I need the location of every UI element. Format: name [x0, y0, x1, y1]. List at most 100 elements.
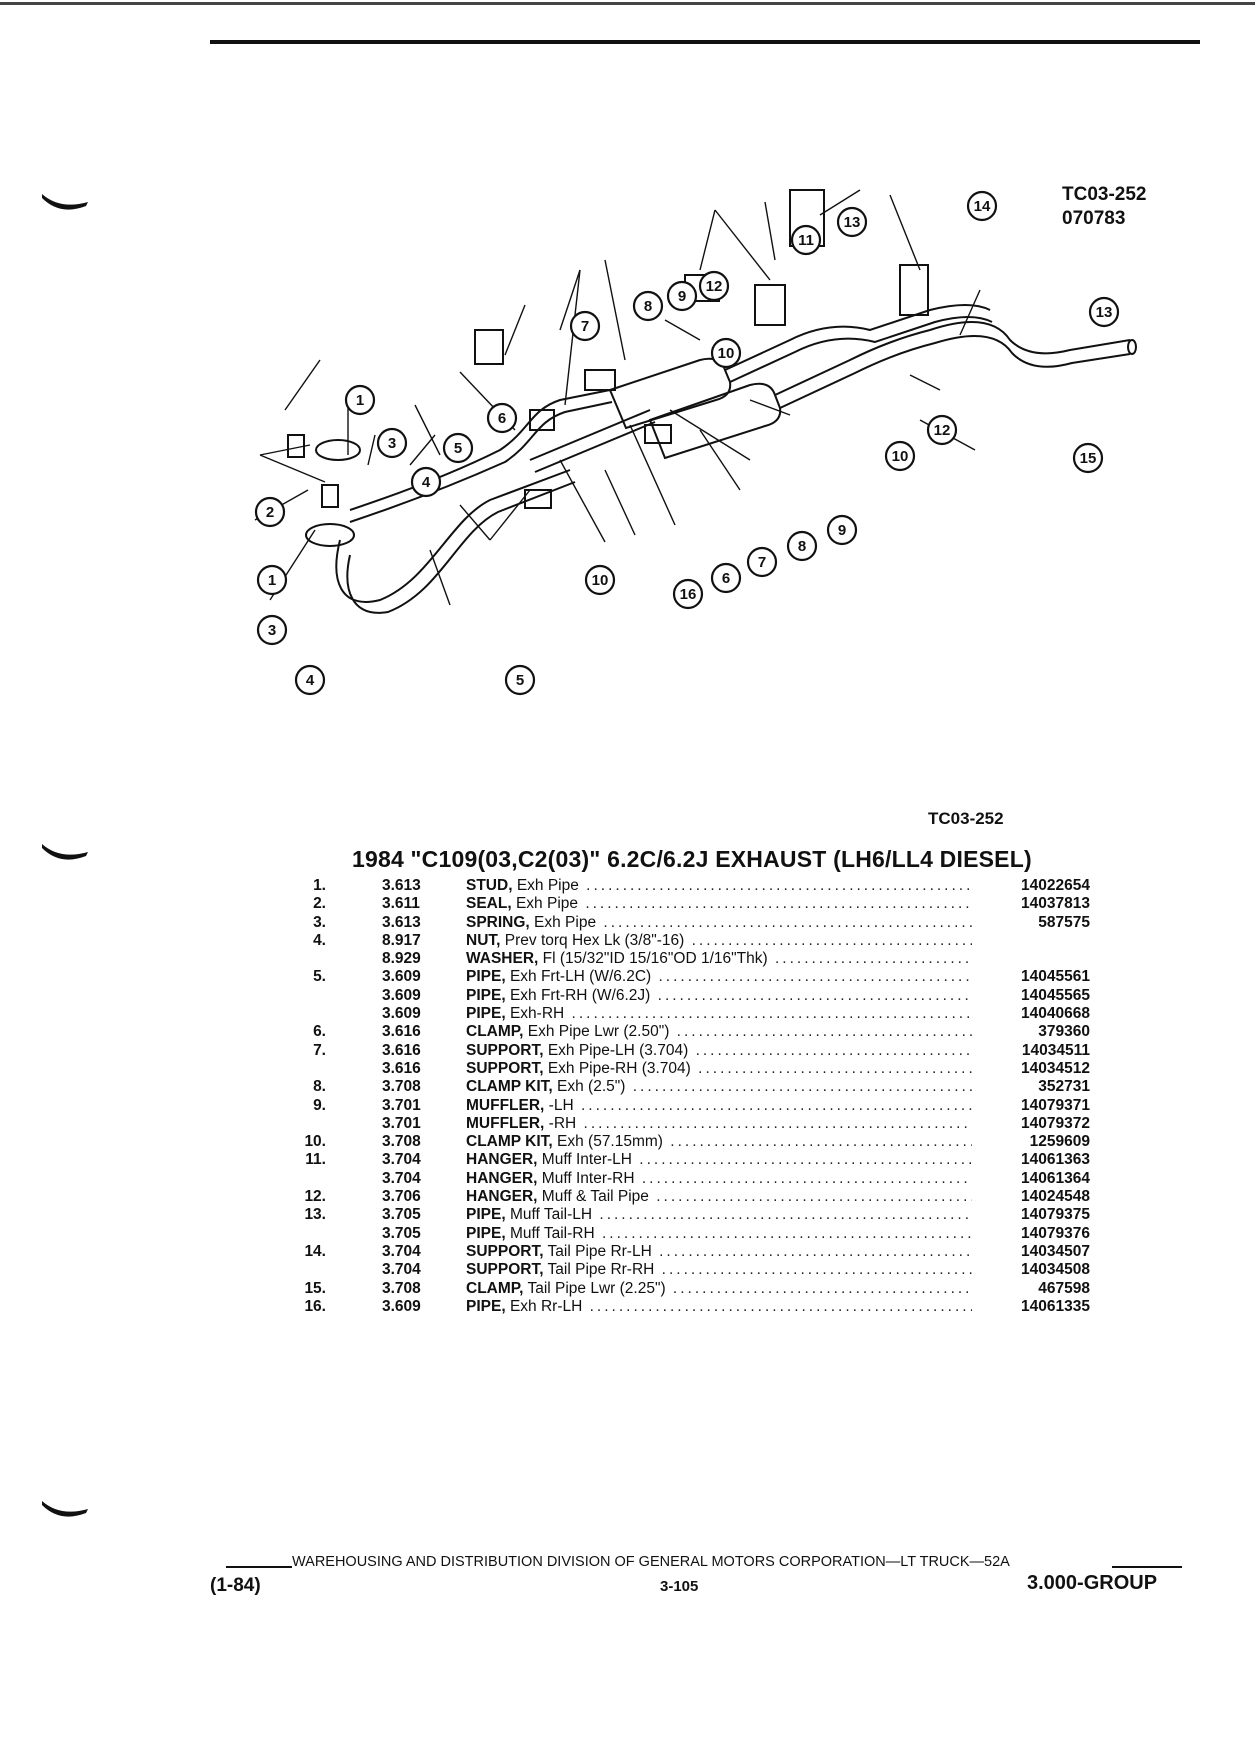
part-group-number: 3.613 — [382, 877, 421, 894]
part-detail: -RH — [548, 1114, 577, 1132]
part-description: SPRING, Exh Pipe .......................… — [466, 914, 972, 932]
exhaust-diagram: 1 2 1 3 4 5 6 7 8 9 12 10 11 13 14 13 12… — [254, 189, 1137, 696]
part-group-number: 3.704 — [382, 1151, 421, 1169]
part-name: PIPE, — [466, 1297, 506, 1315]
figure-code-block: TC03-252 070783 — [1062, 183, 1147, 231]
callout-5-bottom — [504, 664, 536, 696]
callout-label: 13 — [844, 214, 861, 231]
part-group-number: 3.616 — [382, 1041, 421, 1059]
part-name: PIPE, — [466, 1224, 506, 1242]
callout-10-top — [710, 337, 742, 369]
part-group-number: 3.708 — [382, 1279, 421, 1297]
part-detail: Exh Rr-LH — [509, 1297, 583, 1315]
part-number: 14034508 — [1021, 1261, 1090, 1279]
tail-pipe-rh — [774, 321, 1131, 396]
part-number: 14022654 — [1021, 877, 1090, 894]
part-name: HANGER, — [466, 1151, 538, 1169]
top-rule-thin — [0, 2, 1255, 5]
leader-dots: ........................................… — [656, 1188, 972, 1206]
footer-date: (1-84) — [210, 1575, 261, 1596]
leader-dots: ........................................… — [601, 1224, 972, 1242]
part-group-number: 3.708 — [382, 1133, 421, 1151]
part-detail: Exh Pipe — [516, 877, 579, 894]
part-detail: Exh Frt-LH (W/6.2C) — [509, 968, 652, 986]
callout-9-top — [666, 280, 698, 312]
callout-3-bottom — [256, 614, 288, 646]
part-detail: Exh Pipe Lwr (2.50") — [527, 1023, 670, 1041]
part-name: PIPE, — [466, 968, 506, 986]
part-number: 14045565 — [1021, 986, 1090, 1004]
leader-dots: ........................................… — [676, 1023, 972, 1041]
part-name: CLAMP, — [466, 1023, 524, 1041]
callout-label: 7 — [581, 318, 589, 335]
leader-dots: ........................................… — [586, 877, 972, 894]
part-description: CLAMP KIT, Exh (57.15mm) ...............… — [466, 1133, 972, 1151]
part-name: SUPPORT, — [466, 1041, 544, 1059]
part-number: 14034507 — [1021, 1242, 1090, 1260]
part-description: HANGER, Muff & Tail Pipe ...............… — [466, 1188, 972, 1206]
part-group-number: 3.701 — [382, 1096, 421, 1114]
part-number: 14024548 — [1021, 1188, 1090, 1206]
leader-dots: ........................................… — [661, 1261, 972, 1279]
leader-dots: ........................................… — [641, 1169, 972, 1187]
callout-4-bottom — [294, 664, 326, 696]
part-group-number: 3.704 — [382, 1242, 421, 1260]
part-ref-number: 16. — [304, 1297, 326, 1315]
footer-group: 3.000-GROUP — [1027, 1572, 1158, 1594]
callout-label: 14 — [974, 198, 991, 215]
part-detail: Muff Inter-LH — [541, 1151, 632, 1169]
callout-label: 9 — [838, 522, 846, 539]
part-description: SUPPORT, Exh Pipe-LH (3.704) ...........… — [466, 1042, 972, 1060]
part-detail: Exh (57.15mm) — [557, 1133, 663, 1151]
callout-4-top — [410, 466, 442, 498]
callout-label: 11 — [798, 232, 814, 249]
part-detail: Tail Pipe Rr-RH — [547, 1261, 655, 1279]
part-number: 14061363 — [1021, 1151, 1090, 1169]
part-ref-number: 2. — [313, 895, 326, 913]
part-group-number: 3.704 — [382, 1261, 421, 1279]
part-number: 14061364 — [1021, 1169, 1090, 1187]
part-ref-number: 6. — [313, 1023, 326, 1041]
leader-dots: ........................................… — [659, 1242, 972, 1260]
part-name: MUFFLER, — [466, 1096, 545, 1114]
callout-10-bottom — [584, 564, 616, 596]
leader-dots: ........................................… — [691, 931, 972, 949]
part-number: 14079375 — [1021, 1206, 1090, 1224]
part-detail: Exh Pipe — [515, 895, 579, 913]
leader-dots: ........................................… — [583, 1114, 972, 1132]
part-name: SPRING, — [466, 913, 530, 931]
part-number: 14037813 — [1021, 895, 1090, 913]
leader-dots: ........................................… — [672, 1279, 972, 1297]
part-description: PIPE, Muff Tail-RH .....................… — [466, 1225, 972, 1243]
part-ref-number: 11. — [305, 1151, 326, 1169]
part-description: CLAMP KIT, Exh (2.5") ..................… — [466, 1078, 972, 1096]
part-number: 587575 — [1038, 913, 1090, 931]
binder-mark-icon — [42, 1501, 88, 1517]
part-detail: Fl (15/32"ID 15/16"OD 1/16"Thk) — [542, 950, 768, 968]
part-description: PIPE, Exh Frt-RH (W/6.2J) ..............… — [466, 987, 972, 1005]
part-group-number: 3.701 — [382, 1114, 421, 1132]
part-number: 14045561 — [1021, 968, 1090, 986]
part-name: NUT, — [466, 931, 501, 949]
part-group-number: 3.609 — [382, 968, 421, 986]
part-ref-number: 13. — [304, 1206, 326, 1224]
callout-label: 10 — [892, 448, 909, 465]
part-number: 14034512 — [1021, 1059, 1090, 1077]
muffler-lh — [608, 357, 732, 430]
rear-pipe — [529, 409, 651, 461]
callout-7-top — [569, 310, 601, 342]
leader-dots: ........................................… — [632, 1078, 972, 1096]
